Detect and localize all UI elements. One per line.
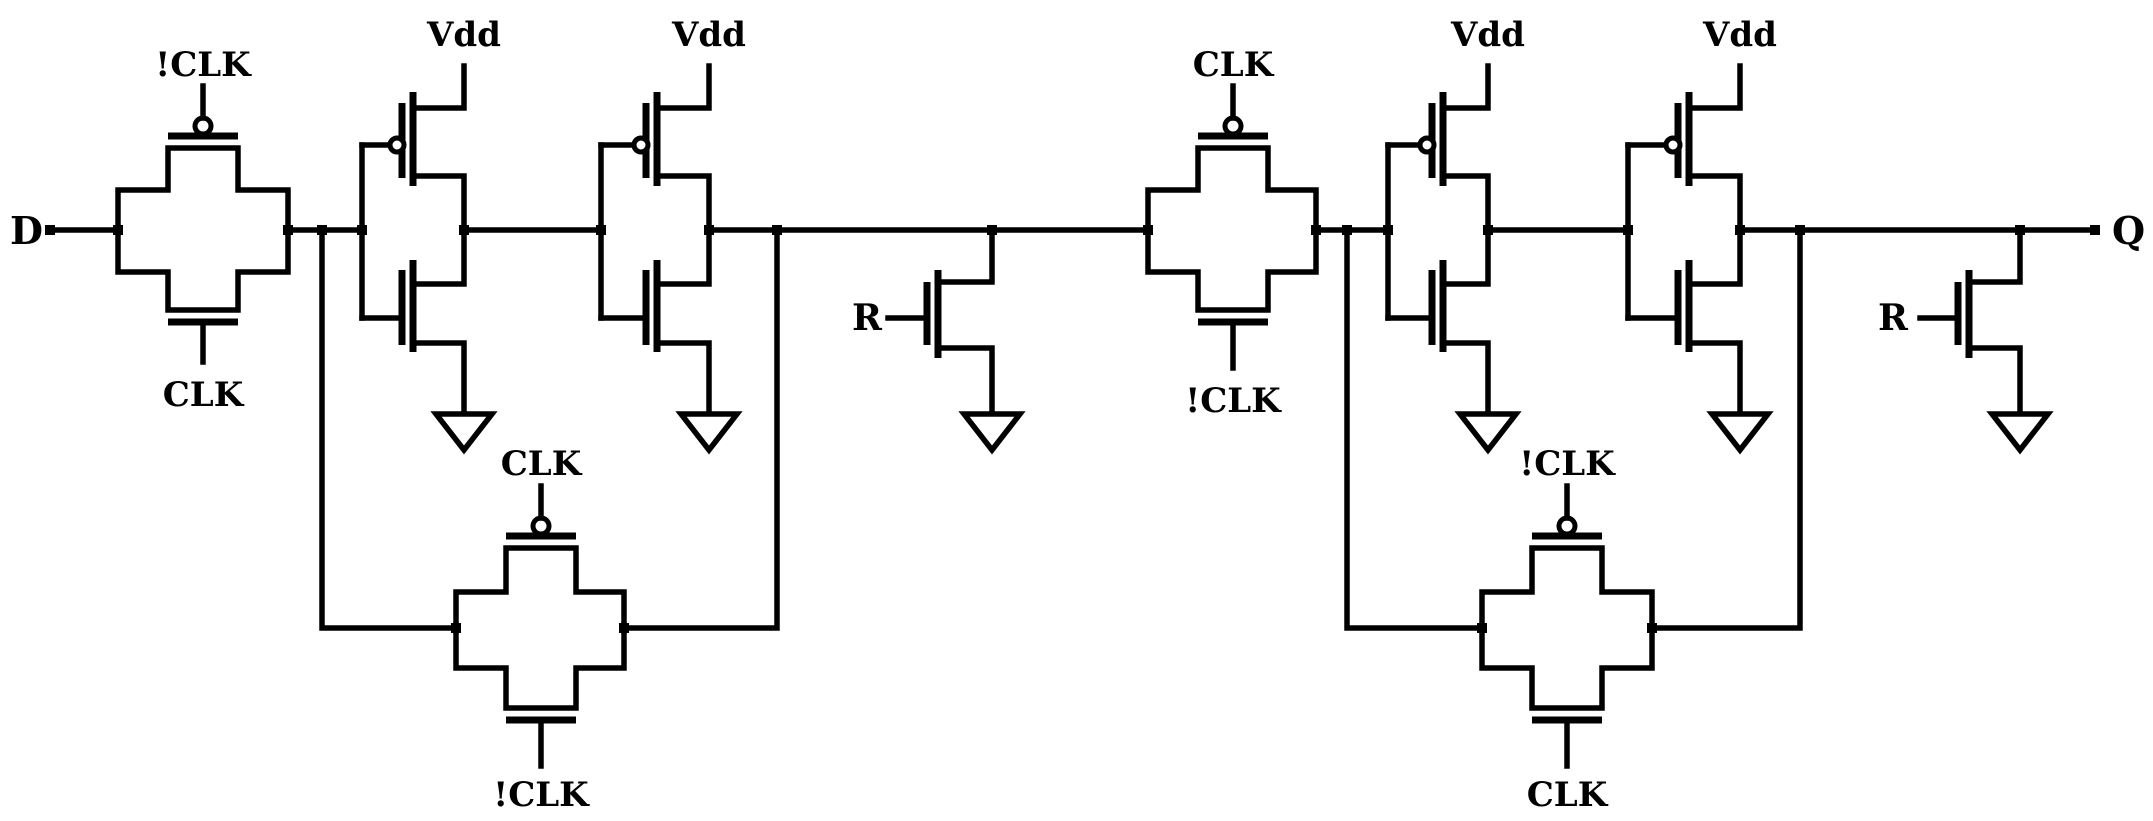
transmission-gate-3: [1145, 83, 1319, 371]
tg2-top-label: CLK: [501, 444, 583, 484]
reset-label: R: [852, 297, 883, 339]
pmos-bubble: [631, 135, 651, 155]
pmos-bubble: [387, 135, 407, 155]
tg1-top-label: !CLK: [155, 45, 252, 85]
reset-label: R: [1878, 297, 1909, 339]
tg4-bottom-label: CLK: [1527, 775, 1609, 815]
vdd-label: Vdd: [1450, 15, 1525, 55]
ground-icon: [430, 411, 498, 455]
pmos-bubble: [1663, 135, 1683, 155]
tg4-top-label: !CLK: [1519, 444, 1616, 484]
ground-icon: [1986, 411, 2054, 455]
tg1-bottom-label: CLK: [163, 375, 245, 415]
output-label: Q: [2112, 208, 2145, 253]
inverter-4: [1625, 63, 1743, 417]
pmos-bubble: [1417, 135, 1437, 155]
junctions: [45, 225, 2100, 633]
transmission-gate-1: [115, 83, 291, 365]
tg3-bottom-label: !CLK: [1185, 381, 1282, 421]
transmission-gate-2: [453, 483, 627, 769]
ground-icon: [675, 411, 743, 455]
tg3-top-label: CLK: [1193, 45, 1275, 85]
reset-nmos-2: [1917, 227, 2023, 417]
inverter-2: [598, 63, 712, 417]
transmission-gate-4: [1479, 483, 1655, 769]
labels: D Q R R !CLK CLK CLK !CLK CLK !CLK !CLK …: [10, 15, 2145, 815]
tg2-bottom-label: !CLK: [493, 775, 590, 815]
ground-icon: [1706, 411, 1774, 455]
ground-symbols: [430, 411, 2054, 455]
ground-icon: [1454, 411, 1522, 455]
vdd-label: Vdd: [426, 15, 501, 55]
inverter-3: [1385, 63, 1491, 417]
vdd-label: Vdd: [671, 15, 746, 55]
inverter-1: [359, 63, 467, 417]
reset-nmos-1: [885, 227, 995, 417]
vdd-label: Vdd: [1702, 15, 1777, 55]
wires-feedback: [319, 227, 1803, 631]
ground-icon: [958, 411, 1026, 455]
input-label: D: [10, 208, 43, 253]
